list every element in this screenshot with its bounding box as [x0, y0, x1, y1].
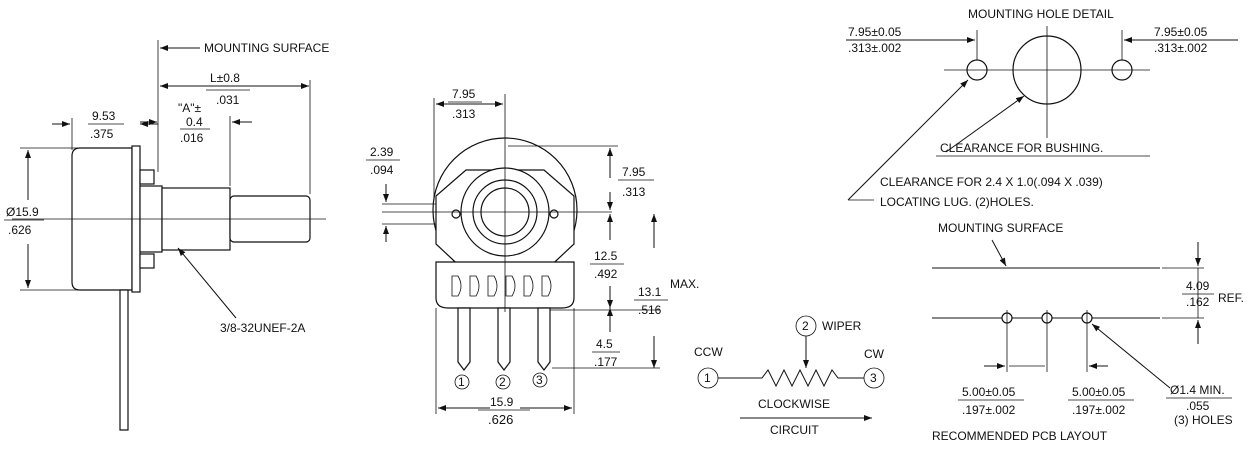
- circuit-node-2-label: 2: [802, 319, 809, 333]
- front-pin-len-inch: .177: [594, 355, 618, 369]
- mh-lug-leader: [847, 79, 969, 201]
- front-lug-left: [451, 209, 461, 219]
- front-right-offset-inch: .313: [622, 185, 646, 199]
- front-lug-right: [549, 209, 559, 219]
- pcb-hole-leader: [1091, 323, 1171, 389]
- mh-lug-clearance-1: CLEARANCE FOR 2.4 X 1.0(.094 X .039): [880, 175, 1103, 189]
- pcb-layout: MOUNTING SURFACE 4.09 .162 REF. 5.00±0.0…: [932, 221, 1244, 443]
- pcb-ms-leader: [991, 239, 1007, 267]
- circuit-node-1-label: 1: [704, 371, 711, 385]
- front-top-width-inch: .313: [452, 107, 476, 121]
- front-pin-1: [457, 307, 471, 371]
- mh-left-dim: 7.95±0.05: [848, 25, 902, 39]
- front-pin-1-label: 1: [458, 375, 465, 389]
- mh-right-dim-inch: .313±.002: [1154, 41, 1208, 55]
- pcb-mounting-surface: MOUNTING SURFACE: [938, 221, 1063, 235]
- circuit-clockwise: CLOCKWISE: [758, 397, 830, 411]
- side-length-inch: .031: [216, 93, 240, 107]
- front-pin-2-label: 2: [499, 375, 506, 389]
- side-thread: 3/8-32UNEF-2A: [220, 321, 305, 335]
- front-height-inch: .516: [638, 303, 662, 317]
- mh-bushing-clearance: CLEARANCE FOR BUSHING.: [940, 141, 1103, 155]
- circuit-node-3-label: 3: [870, 371, 877, 385]
- side-length-value: L±0.8: [210, 71, 240, 85]
- pcb-hole-dia: Ø1.4 MIN.: [1170, 383, 1225, 397]
- side-a-label: "A"±: [178, 101, 202, 115]
- side-diameter: Ø15.9: [6, 205, 39, 219]
- circuit-resistor: [718, 368, 864, 388]
- front-max-label: MAX.: [670, 277, 699, 291]
- side-a-inch: .016: [180, 131, 204, 145]
- side-diameter-inch: .626: [8, 223, 32, 237]
- side-mounting-surface: MOUNTING SURFACE: [204, 41, 329, 55]
- side-a-value: 0.4: [186, 115, 203, 129]
- circuit-ccw: CCW: [694, 345, 723, 359]
- pcb-hole-count: (3) HOLES: [1174, 413, 1233, 427]
- mh-right-dim: 7.95±0.05: [1154, 25, 1208, 39]
- pcb-title: RECOMMENDED PCB LAYOUT: [932, 429, 1108, 443]
- front-view: 1 2 3 7.95 .313 2.39 .094 7.95 .313: [366, 87, 699, 427]
- pin-2-marker: [495, 374, 511, 390]
- front-left-offset-inch: .094: [370, 163, 394, 177]
- front-pin-len: 4.5: [596, 337, 613, 351]
- front-pin-3-label: 3: [536, 373, 543, 387]
- side-terminal: [119, 289, 129, 431]
- pcb-ref-dim-inch: .162: [1186, 295, 1210, 309]
- pcb-pitch-right-inch: .197±.002: [1072, 403, 1126, 417]
- mh-bushing-leader: [945, 95, 1025, 153]
- mounting-hole-detail: MOUNTING HOLE DETAIL 7.95±0.05 .313±.002…: [846, 7, 1238, 209]
- front-left-offset: 2.39: [370, 145, 394, 159]
- circuit-diagram: CCW CW 1 3 2 WIPER CLOCKWISE CIRCUIT: [694, 315, 885, 437]
- front-pin-3: [537, 307, 551, 371]
- mh-title: MOUNTING HOLE DETAIL: [968, 7, 1114, 21]
- mh-left-dim-inch: .313±.002: [848, 41, 902, 55]
- front-pin-2: [497, 307, 511, 371]
- circuit-label: CIRCUIT: [770, 423, 819, 437]
- pcb-ref-label: REF.: [1218, 291, 1244, 305]
- pin-1-marker: [454, 374, 470, 390]
- pcb-ref-dim: 4.09: [1186, 279, 1210, 293]
- pcb-hole-dia-inch: .055: [1186, 399, 1210, 413]
- side-view: MOUNTING SURFACE L±0.8 .031 "A"± 0.4 .01…: [4, 40, 329, 431]
- side-tab-bottom: [139, 253, 155, 269]
- front-height: 13.1: [638, 285, 662, 299]
- side-bushing-len: 9.53: [92, 109, 116, 123]
- mh-lug-clearance-2: LOCATING LUG. (2)HOLES.: [880, 195, 1034, 209]
- side-bushing-len-inch: .375: [90, 127, 114, 141]
- pcb-pitch-left-inch: .197±.002: [962, 403, 1016, 417]
- front-center-to-pin: 12.5: [594, 249, 618, 263]
- pcb-pitch-left: 5.00±0.05: [962, 385, 1016, 399]
- front-body-width-inch: .626: [488, 412, 513, 427]
- front-center-to-pin-inch: .492: [594, 267, 618, 281]
- pin-3-marker: [532, 372, 548, 388]
- front-d-slots: [451, 275, 552, 297]
- front-right-offset: 7.95: [622, 165, 646, 179]
- front-body-width: 15.9: [490, 395, 514, 409]
- pcb-pitch-right: 5.00±0.05: [1072, 385, 1126, 399]
- front-top-width: 7.95: [452, 87, 476, 101]
- circuit-cw: CW: [864, 347, 885, 361]
- side-tab-top: [139, 169, 155, 185]
- circuit-wiper: WIPER: [822, 319, 862, 333]
- thread-leader: [177, 247, 237, 319]
